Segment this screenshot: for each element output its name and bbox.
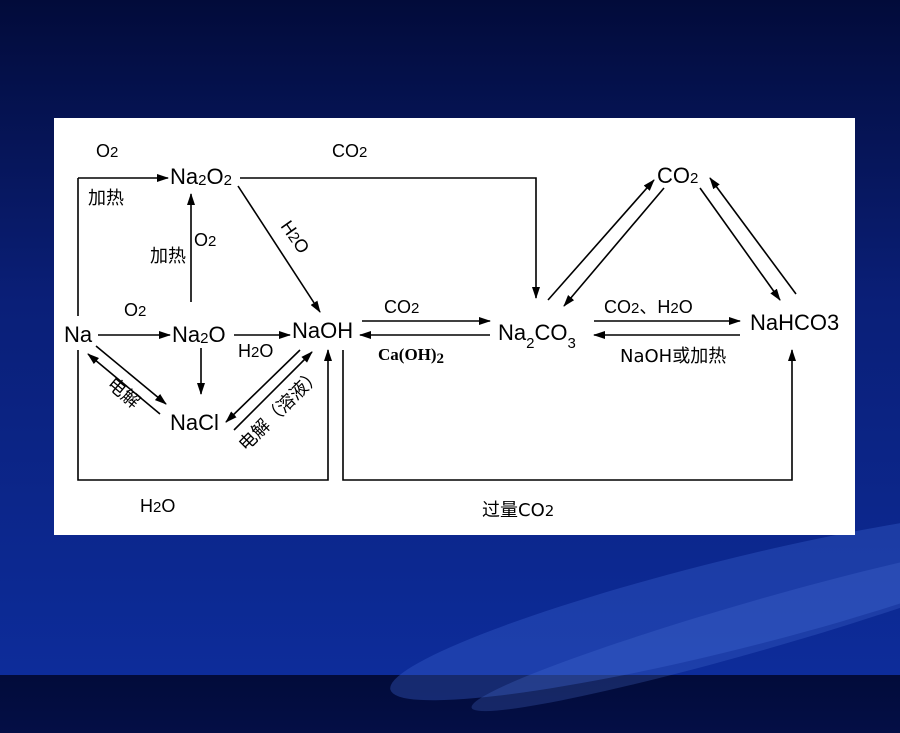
label-naoh-or-heat: NaOH或加热 bbox=[620, 346, 726, 367]
node-na: Na bbox=[64, 322, 93, 347]
label-h2o-loop: H2O bbox=[140, 496, 175, 516]
arrow-na2co3-co2 bbox=[547, 179, 655, 301]
label-heat-na: 加热 bbox=[88, 188, 124, 209]
label-h2o-na2o: H2O bbox=[238, 341, 273, 361]
label-caoh2: Ca(OH)2 bbox=[378, 345, 444, 367]
label-o2-top: O2 bbox=[96, 141, 118, 161]
node-co2: CO2 bbox=[657, 163, 698, 188]
diagram-panel bbox=[54, 118, 855, 535]
node-nacl: NaCl bbox=[170, 410, 219, 435]
node-nahco3: NaHCO3 bbox=[750, 310, 839, 335]
label-o2-na: O2 bbox=[124, 300, 146, 320]
label-excess-co2: 过量CO2 bbox=[482, 500, 554, 521]
node-naoh: NaOH bbox=[292, 318, 353, 343]
arrow-na-naoh-loop bbox=[77, 349, 332, 481]
arrow-co2-na2co3 bbox=[563, 187, 665, 307]
node-na2o: Na2O bbox=[172, 322, 226, 347]
arrow-co2-nahco3 bbox=[699, 187, 781, 301]
reaction-arrows bbox=[77, 174, 797, 481]
label-co2-h2o: CO2、H2O bbox=[604, 297, 693, 317]
node-na2o2: Na2O2 bbox=[170, 164, 232, 189]
arrow-na2o2-naoh bbox=[237, 185, 321, 313]
arrow-na-nacl bbox=[95, 345, 167, 405]
label-co2-na2o2: CO2 bbox=[332, 141, 367, 161]
arrow-nacl-na bbox=[87, 353, 161, 415]
reaction-diagram: Na Na2O2 Na2O NaOH NaCl Na2CO3 CO2 NaHCO… bbox=[54, 118, 855, 535]
label-heat-na2o: 加热 bbox=[150, 246, 186, 267]
arrow-nacl-naoh bbox=[233, 351, 313, 431]
label-co2-naoh: CO2 bbox=[384, 297, 419, 317]
arrow-naoh-nacl bbox=[225, 349, 301, 423]
arrow-na2o2-na2co3 bbox=[240, 177, 540, 299]
arrow-nahco3-co2 bbox=[709, 177, 797, 295]
arrow-naoh-nahco3-loop bbox=[342, 349, 796, 481]
node-na2co3: Na2CO3 bbox=[498, 320, 576, 352]
label-o2-na2o: O2 bbox=[194, 230, 216, 250]
